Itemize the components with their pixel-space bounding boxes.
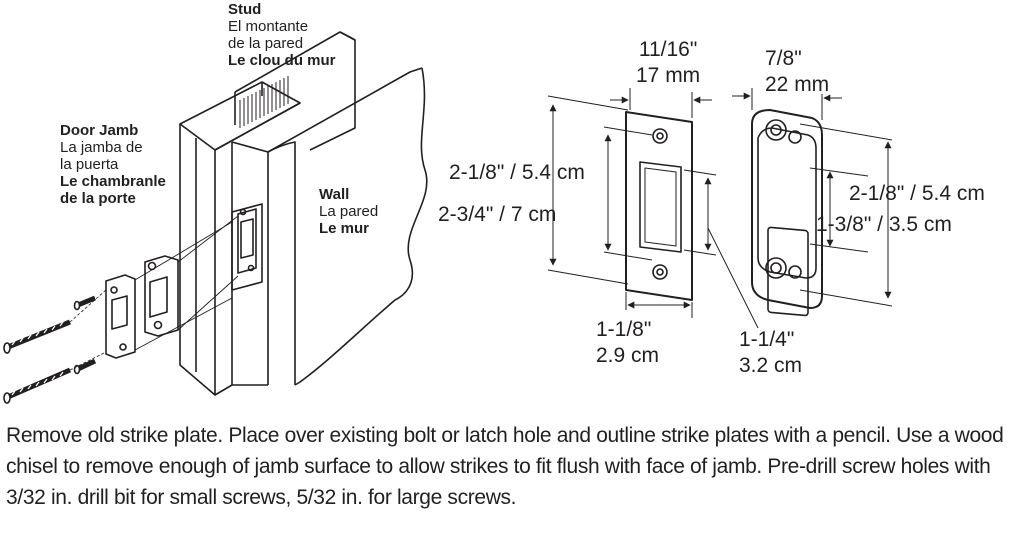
diagram-drawing — [3, 31, 893, 404]
plate-a-overall-width-label: 1-1/8" 2.9 cm — [596, 317, 659, 369]
screws — [3, 289, 107, 404]
door-jamb-label-es2: la puerta — [60, 156, 119, 173]
plate-b-opening-label: 1-3/8" / 3.5 cm — [816, 212, 952, 238]
plate-b-overall-width-label: 1-1/4" 3.2 cm — [739, 327, 802, 379]
plate-b-hole-spacing-label: 2-1/8" / 5.4 cm — [849, 181, 985, 207]
plate-b-overall-width-imperial: 1-1/4" — [739, 328, 795, 351]
door-jamb-label-fr: Le chambranle — [60, 173, 166, 190]
plate-a-hole-spacing-text: 2-1/8" / 5.4 cm — [449, 161, 585, 184]
wall-label: Wall La pared Le mur — [319, 186, 378, 237]
plate-a-width-imperial: 11/16" — [638, 38, 698, 61]
strike-plate-b — [751, 109, 823, 317]
wall-drawing — [267, 67, 428, 386]
plate-b-width-imperial: 7/8" — [765, 47, 802, 70]
plate-b-width-label: 7/8" 22 mm — [765, 46, 829, 98]
installation-diagram: Stud El montante de la pared Le clou du … — [3, 1, 985, 404]
stud-label-es2: de la pared — [228, 35, 304, 52]
exploded-strike-plates — [105, 215, 239, 359]
plate-a-overall-width-metric: 2.9 cm — [596, 344, 660, 367]
plate-a-width-metric: 17 mm — [636, 64, 701, 87]
wall-label-fr: Le mur — [319, 220, 370, 237]
plate-a-width-label: 11/16" 17 mm — [636, 37, 700, 89]
door-jamb-label-en: Door Jamb — [60, 122, 139, 139]
stud-drawing — [234, 31, 356, 151]
plate-b-width-metric: 22 mm — [765, 73, 830, 96]
stud-label: Stud El montante de la pared Le clou du … — [228, 1, 336, 69]
plate-a-overall-width-imperial: 1-1/8" — [596, 318, 652, 341]
door-jamb-label-es: La jamba de — [60, 139, 143, 156]
plate-a-hole-spacing-label: 2-1/8" / 5.4 cm — [449, 160, 585, 186]
stud-label-fr: Le clou du mur — [228, 52, 336, 69]
plate-b-opening-text: 1-3/8" / 3.5 cm — [816, 213, 952, 236]
strike-plate-a — [625, 111, 693, 301]
plate-a-height-label: 2-3/4" / 7 cm — [438, 202, 556, 228]
stud-label-es: El montante — [228, 18, 309, 35]
plate-a-height-text: 2-3/4" / 7 cm — [438, 203, 557, 226]
door-jamb-label-fr2: de la porte — [60, 190, 136, 207]
plate-b-overall-width-metric: 3.2 cm — [739, 354, 803, 377]
door-jamb-label: Door Jamb La jamba de la puerta Le chamb… — [60, 122, 166, 207]
dimension-lines — [547, 88, 893, 329]
door-jamb-drawing — [179, 81, 301, 396]
wall-label-es: La pared — [319, 203, 379, 220]
stud-label-en: Stud — [228, 1, 262, 18]
wall-label-en: Wall — [319, 186, 350, 203]
plate-b-hole-spacing-text: 2-1/8" / 5.4 cm — [849, 182, 985, 205]
instructions-text: Remove old strike plate. Place over exis… — [6, 424, 1004, 509]
